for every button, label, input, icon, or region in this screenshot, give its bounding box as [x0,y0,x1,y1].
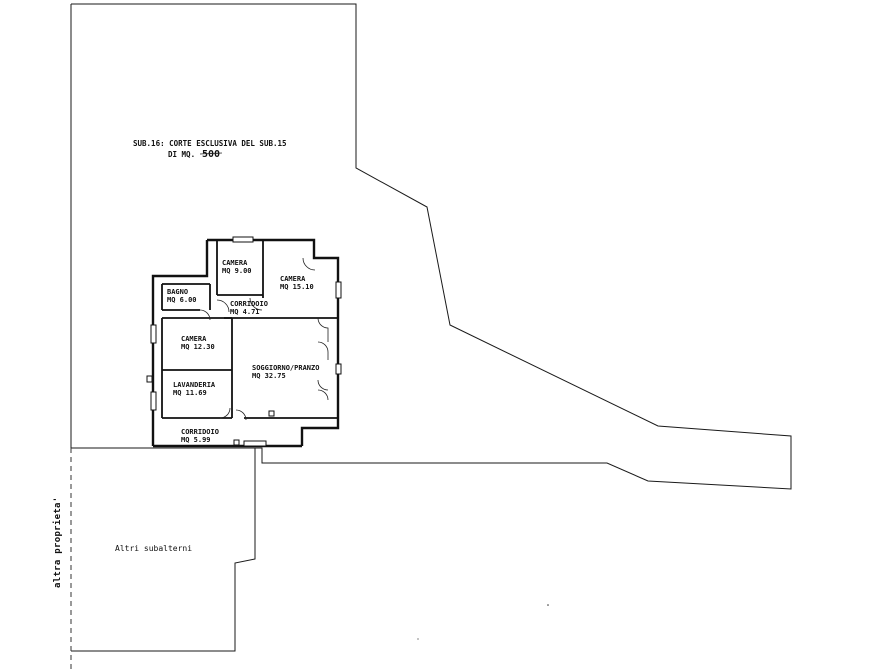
other-units-label: Altri subalterni [115,544,192,553]
scan-speck [417,638,419,640]
room-camera-1-area: MQ 9.00 [222,267,252,275]
doors [199,257,329,421]
room-corridoio-1-area: MQ 4.71 [230,308,260,316]
room-camera-2-area: MQ 15.10 [280,283,314,291]
house-walls [151,238,340,448]
room-camera-2-name: CAMERA [280,275,306,283]
room-bagno-name: BAGNO [167,288,188,296]
room-soggiorno-area: MQ 32.75 [252,372,286,380]
room-corridoio-1-name: CORRIDOIO [230,300,268,308]
room-camera-3-name: CAMERA [181,335,207,343]
room-lavanderia-area: MQ 11.69 [173,389,207,397]
room-corridoio-2-name: CORRIDOIO [181,428,219,436]
court-title: SUB.16: CORTE ESCLUSIVA DEL SUB.15 [133,139,287,148]
neighbour-property-label: altra proprieta' [52,497,63,589]
court-area-label: DI MQ. [168,150,195,159]
court-area-strike [199,152,223,155]
room-bagno-area: MQ 6.00 [167,296,197,304]
room-camera-1-name: CAMERA [222,259,248,267]
room-corridoio-2-area: MQ 5.99 [181,436,211,444]
room-soggiorno-name: SOGGIORNO/PRANZO [252,364,319,372]
scan-speck [547,604,549,606]
room-lavanderia-name: LAVANDERIA [173,381,216,389]
windows [146,236,342,447]
other-units-outline [71,447,256,652]
room-camera-3-area: MQ 12.30 [181,343,215,351]
court-outline [70,3,792,490]
court-area-value: 500 [202,149,220,160]
